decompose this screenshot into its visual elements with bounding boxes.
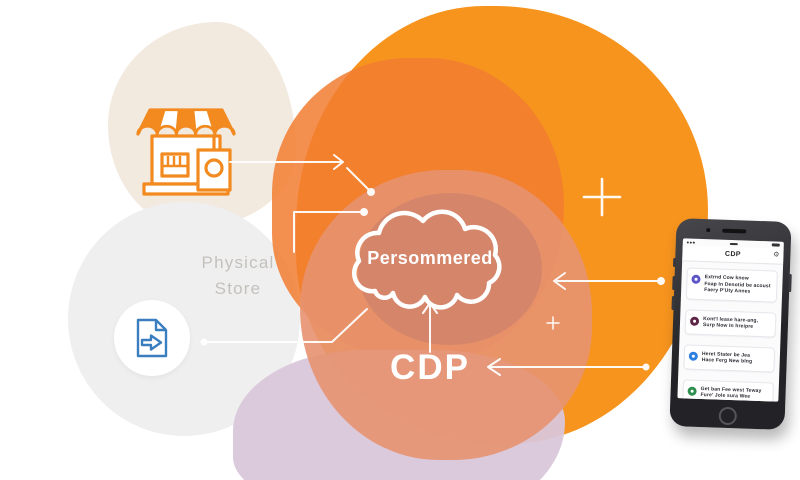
phone-volume-down-button <box>671 295 675 311</box>
card-text: Get ban Fee west Teway Fure' Jole sura W… <box>700 385 762 400</box>
physical-store-line1: Physical <box>201 253 275 272</box>
physical-store-line2: Store <box>214 279 262 298</box>
storefront-icon <box>136 108 236 196</box>
signal-icon <box>686 240 695 244</box>
list-item[interactable]: Heret Stater be Jea Hace Ferg New blng <box>683 343 776 373</box>
physical-store-label: Physical Store <box>188 250 288 302</box>
document-export-icon <box>136 318 168 358</box>
phone-mute-switch <box>672 257 677 268</box>
smartphone: CDP ⚙ Extrnd Cow know Foap In Denotid be… <box>669 218 792 430</box>
phone-volume-up-button <box>672 275 676 291</box>
cdp-label: CDP <box>390 348 470 387</box>
gear-icon[interactable]: ⚙ <box>773 251 780 259</box>
front-camera-icon <box>706 228 711 233</box>
maroon-dot-icon <box>689 316 700 326</box>
notification-list: Extrnd Cow know Foap In Denotid be acous… <box>677 261 783 402</box>
app-title: CDP <box>724 250 742 259</box>
card-text: Extrnd Cow know Foap In Denotid be acous… <box>704 274 771 295</box>
earpiece-speaker <box>721 228 746 234</box>
blue-dot-icon <box>688 351 699 361</box>
cloud-shape: Persommered <box>345 203 515 313</box>
card-text: Heret Stater be Jea Hace Ferg New blng <box>701 350 753 365</box>
list-item[interactable]: Extrnd Cow know Foap In Denotid be acous… <box>685 267 778 303</box>
home-button[interactable] <box>717 406 737 426</box>
phone-screen: CDP ⚙ Extrnd Cow know Foap In Denotid be… <box>677 238 784 402</box>
phone-power-button <box>788 274 792 293</box>
purple-dot-icon <box>691 274 701 284</box>
list-item[interactable]: Get ban Fee west Teway Fure' Jole sura W… <box>682 378 775 402</box>
document-circle <box>114 300 190 376</box>
list-item[interactable]: Kont'l lease hare-ang, Surp Now In hreip… <box>684 308 777 338</box>
battery-icon <box>771 243 780 247</box>
green-dot-icon <box>687 386 697 396</box>
card-text: Kont'l lease hare-ang, Surp Now In hreip… <box>702 315 759 330</box>
cloud-label: Persommered <box>367 247 493 268</box>
cloud-outline-icon <box>351 209 502 310</box>
time-indicator <box>729 242 738 245</box>
